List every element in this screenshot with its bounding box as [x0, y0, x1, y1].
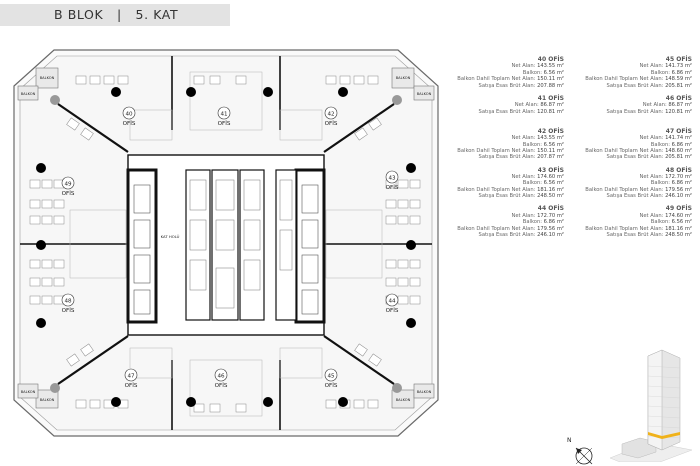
- area-column-left: 40 OFİS Net Alan: 143.55 m² Balkon: 6.56…: [452, 56, 564, 244]
- office-46-number: 46: [217, 374, 225, 380]
- svg-text:BALKON: BALKON: [21, 390, 36, 394]
- page-title: B BLOK | 5. KAT: [54, 7, 179, 22]
- floor-plan: BALKON BALKON BALKON BALKON BALKON BALKO…: [13, 49, 439, 437]
- svg-text:BALKON: BALKON: [40, 398, 55, 402]
- unit-41: 41 OFİS Net Alan: 86.87 m² Satışa Esas B…: [478, 94, 564, 115]
- highlighted-floor: [648, 432, 680, 439]
- core-label: KAT HOLÜ: [161, 234, 180, 239]
- svg-text:BALKON: BALKON: [396, 398, 411, 402]
- office-49-number: 49: [64, 182, 72, 188]
- svg-text:BALKON: BALKON: [40, 76, 55, 80]
- tower-illustration: [609, 349, 693, 462]
- svg-text:BALKON: BALKON: [396, 76, 411, 80]
- unit-48: 48 OFİS Net Alan: 172.70 m² Balkon: 6.86…: [585, 166, 692, 200]
- svg-text:BALKON: BALKON: [417, 390, 432, 394]
- stair-west: [126, 168, 158, 324]
- svg-text:OFİS: OFİS: [386, 307, 399, 314]
- unit-45: 45 OFİS Net Alan: 141.73 m² Balkon: 6.86…: [585, 56, 692, 89]
- unit-42: 42 OFİS Net Alan: 143.55 m² Balkon: 6.56…: [457, 127, 564, 161]
- svg-text:OFİS: OFİS: [325, 120, 338, 127]
- office-45-number: 45: [327, 374, 335, 380]
- office-41-number: 41: [220, 112, 228, 118]
- unit-40: 40 OFİS Net Alan: 143.55 m² Balkon: 6.56…: [457, 56, 564, 89]
- svg-text:BALKON: BALKON: [21, 92, 36, 96]
- north-arrow-icon: [575, 447, 593, 465]
- unit-44: 44 OFİS Net Alan: 172.70 m² Balkon: 6.86…: [457, 205, 564, 238]
- office-48-number: 48: [64, 299, 72, 305]
- balcony-ne: [391, 67, 415, 89]
- unit-46: 46 OFİS Net Alan: 86.87 m² Satışa Esas B…: [606, 94, 692, 115]
- svg-text:OFİS: OFİS: [123, 120, 136, 127]
- balcony-sw: [35, 389, 59, 409]
- office-40-number: 40: [125, 112, 133, 118]
- office-43-number: 43: [388, 176, 396, 182]
- balcony-nw: [35, 67, 59, 89]
- north-label: N: [567, 437, 572, 444]
- office-42-number: 42: [327, 112, 334, 118]
- svg-text:OFİS: OFİS: [386, 184, 399, 191]
- unit-47: 47 OFİS Net Alan: 141.74 m² Balkon: 6.86…: [585, 127, 692, 161]
- area-column-right: 45 OFİS Net Alan: 141.73 m² Balkon: 6.86…: [580, 56, 692, 244]
- svg-text:BALKON: BALKON: [417, 92, 432, 96]
- balcony-se: [391, 389, 415, 409]
- svg-text:OFİS: OFİS: [62, 307, 75, 314]
- office-44-number: 44: [388, 299, 396, 305]
- office-47-number: 47: [127, 374, 135, 380]
- office-labels: 40 OFİS 41 OFİS 42 OFİS 43 OFİS 44 OFİS …: [62, 106, 399, 389]
- header-bar: [0, 4, 230, 26]
- svg-text:OFİS: OFİS: [218, 120, 231, 127]
- svg-text:OFİS: OFİS: [62, 190, 75, 197]
- svg-text:OFİS: OFİS: [325, 382, 338, 389]
- unit-49: 49 OFİS Net Alan: 174.60 m² Balkon: 6.56…: [585, 205, 692, 238]
- svg-text:OFİS: OFİS: [125, 382, 138, 389]
- svg-text:OFİS: OFİS: [215, 382, 228, 389]
- unit-43: 43 OFİS Net Alan: 174.60 m² Balkon: 6.56…: [457, 166, 564, 200]
